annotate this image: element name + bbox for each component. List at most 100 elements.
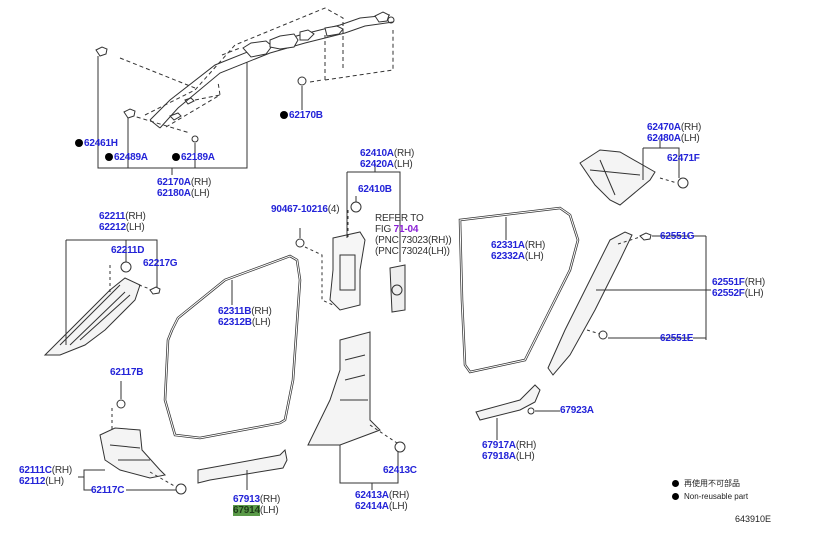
side-rh: (RH) [744, 277, 766, 288]
callout-62189A[interactable]: 62189A [172, 152, 215, 163]
part-number[interactable]: 62551G [660, 231, 695, 242]
callout-67913[interactable]: 67913(RH)67914(LH) [233, 494, 280, 516]
part-number-rh[interactable]: 67917A [482, 440, 516, 451]
part-number[interactable]: 90467-10216 [271, 204, 328, 215]
part-number-lh[interactable]: 62480A [647, 133, 681, 144]
part-number-lh[interactable]: 62112 [19, 476, 46, 487]
bolt-62170B-icon [297, 76, 307, 86]
part-number-rh[interactable]: 62331A [491, 240, 525, 251]
callout-62211D[interactable]: 62211D [111, 245, 144, 256]
part-number-lh[interactable]: 62332A [491, 251, 525, 262]
part-number[interactable]: 62410B [358, 184, 392, 195]
part-number-lh[interactable]: 62420A [360, 159, 394, 170]
non-reusable-dot-icon [172, 153, 180, 161]
side-rh: (RH) [251, 306, 272, 317]
part-number[interactable]: 62117B [110, 367, 144, 378]
front-door-weatherstrip [163, 254, 302, 440]
side-lh: (LH) [524, 251, 544, 262]
callout-62413A[interactable]: 62413A(RH)62414A(LH) [355, 490, 409, 512]
quantity: (4) [327, 204, 340, 215]
callout-62410B[interactable]: 62410B [358, 184, 392, 195]
callout-62170B[interactable]: 62170B [280, 110, 323, 121]
side-lh: (LH) [125, 222, 145, 233]
part-number-lh[interactable]: 67918A [482, 451, 516, 462]
airbag-guide-lines [119, 7, 394, 134]
pnc-rh: (PNC 73023(RH)) [375, 235, 452, 246]
rear-door-weatherstrip [458, 206, 580, 374]
side-lh: (LH) [388, 501, 408, 512]
rear-scuff-plate [475, 384, 541, 421]
part-number[interactable]: 62489A [114, 152, 148, 163]
callout-67923A[interactable]: 67923A [560, 405, 594, 416]
callout-62471F[interactable]: 62471F [667, 153, 700, 164]
part-number-rh[interactable]: 62111C [19, 465, 52, 476]
grommet-62189A-icon [191, 135, 199, 143]
part-number-lh[interactable]: 62552F [712, 288, 745, 299]
part-number-rh[interactable]: 62170A [157, 177, 191, 188]
pnc-lh: (PNC 73024(LH)) [375, 246, 450, 257]
callout-62551G[interactable]: 62551G [660, 231, 695, 242]
part-number-lh[interactable]: 62180A [157, 188, 191, 199]
part-number-rh[interactable]: 67913 [233, 494, 260, 505]
callout-62551F[interactable]: 62551F(RH)62552F(LH) [712, 277, 765, 299]
part-number-lh[interactable]: 62312B [218, 317, 252, 328]
fig-prefix: FIG [375, 224, 394, 235]
part-number[interactable]: 62170B [289, 110, 323, 121]
part-number[interactable]: 62211D [111, 245, 145, 256]
part-number[interactable]: 62461H [84, 138, 118, 149]
part-number[interactable]: 67923A [560, 405, 594, 416]
side-rh: (RH) [125, 211, 146, 222]
callout-62410A[interactable]: 62410A(RH)62420A(LH) [360, 148, 414, 170]
part-number-rh[interactable]: 62413A [355, 490, 389, 501]
legend: 再使用不可部品 Non-reusable part [672, 477, 748, 503]
callout-62461H[interactable]: 62461H [75, 138, 118, 149]
front-scuff-plate [197, 448, 288, 484]
rear-door-opening-garnish [547, 231, 633, 376]
part-number-rh[interactable]: 62410A [360, 148, 394, 159]
callout-62211[interactable]: 62211(RH)62212(LH) [99, 211, 146, 233]
side-lh: (LH) [393, 159, 413, 170]
part-number[interactable]: 62471F [667, 153, 700, 164]
side-rh: (RH) [259, 494, 281, 505]
callout-62170A[interactable]: 62170A(RH)62180A(LH) [157, 177, 211, 199]
side-lh: (LH) [45, 476, 64, 487]
side-rh: (RH) [393, 148, 415, 159]
callout-90467-10216[interactable]: 90467-10216(4) [271, 204, 340, 215]
cowl-side-trim [99, 427, 167, 479]
part-number-rh[interactable]: 62211 [99, 211, 126, 222]
front-pillar-garnish [43, 277, 141, 356]
callout-62117C[interactable]: 62117C [91, 485, 124, 496]
part-number-rh[interactable]: 62551F [712, 277, 745, 288]
callout-62217G[interactable]: 62217G [143, 258, 178, 269]
part-number[interactable]: 62551E [660, 333, 694, 344]
part-number-lh[interactable]: 62212 [99, 222, 126, 233]
part-number-lh-highlighted[interactable]: 67914 [233, 505, 260, 516]
callout-62311B[interactable]: 62311B(RH)62312B(LH) [218, 306, 272, 328]
callout-62117B[interactable]: 62117B [110, 367, 143, 378]
part-number[interactable]: 62189A [181, 152, 215, 163]
refer-line: REFER TO [375, 213, 424, 224]
callout-67917A[interactable]: 67917A(RH)67918A(LH) [482, 440, 536, 462]
legend-item: 再使用不可部品 [672, 477, 748, 490]
center-pillar-lower-garnish [307, 331, 381, 446]
side-rh: (RH) [515, 440, 537, 451]
part-number[interactable]: 62413C [383, 465, 417, 476]
curtain-airbag-assembly [149, 11, 395, 129]
part-number-rh[interactable]: 62311B [218, 306, 252, 317]
part-number-rh[interactable]: 62470A [647, 122, 681, 133]
side-lh: (LH) [251, 317, 271, 328]
callout-62413C[interactable]: 62413C [383, 465, 417, 476]
callout-62111C[interactable]: 62111C(RH)62112(LH) [19, 465, 72, 487]
callout-62489A[interactable]: 62489A [105, 152, 148, 163]
side-lh: (LH) [259, 505, 279, 516]
part-number[interactable]: 62117C [91, 485, 125, 496]
legend-text-en: Non-reusable part [684, 492, 749, 501]
figure-link[interactable]: 71-04 [393, 224, 419, 235]
callout-62551E[interactable]: 62551E [660, 333, 693, 344]
part-number[interactable]: 62217G [143, 258, 178, 269]
callout-62470A[interactable]: 62470A(RH)62480A(LH) [647, 122, 701, 144]
roof-side-inner-garnish [579, 149, 656, 206]
callout-62331A[interactable]: 62331A(RH)62332A(LH) [491, 240, 545, 262]
part-number-lh[interactable]: 62414A [355, 501, 389, 512]
